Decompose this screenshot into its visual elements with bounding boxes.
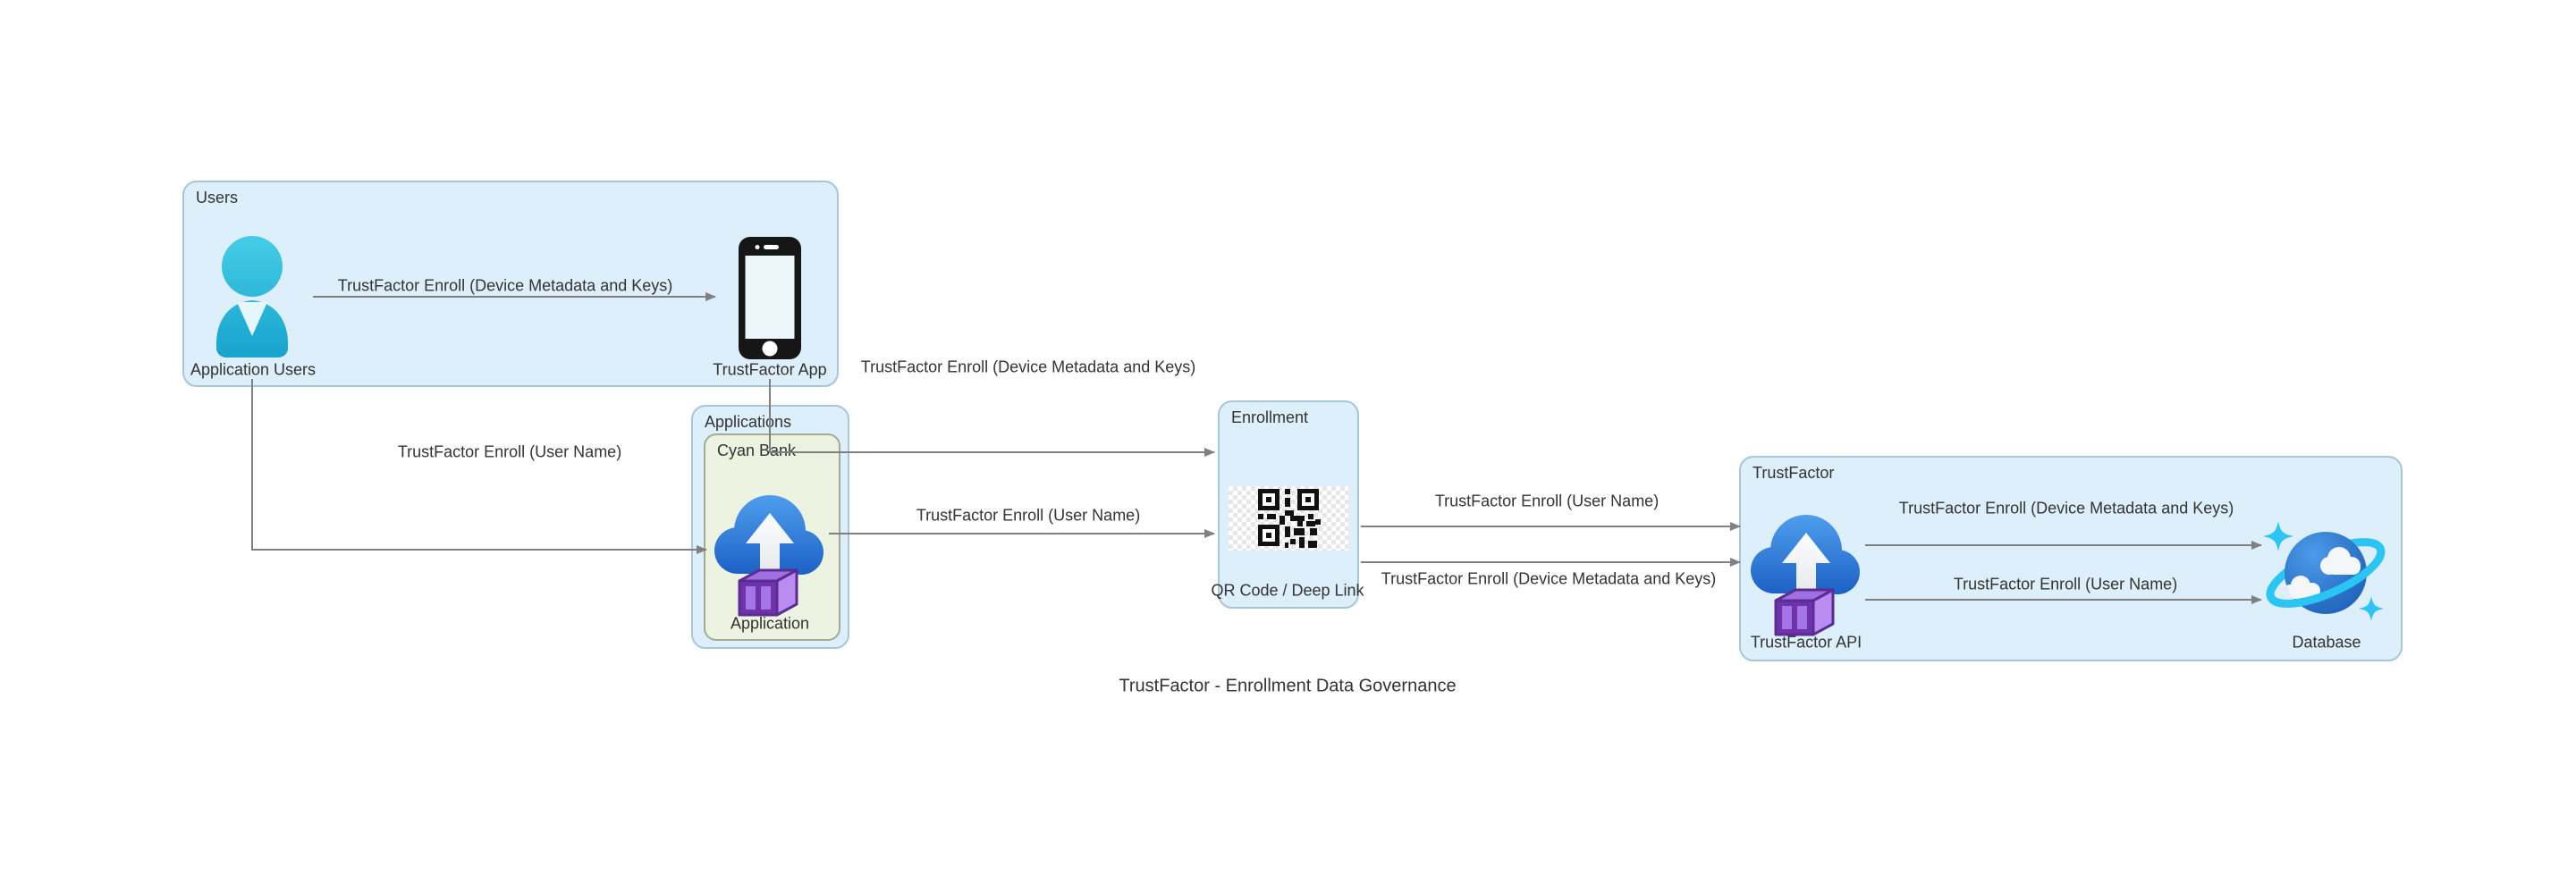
- cloud-upload-container-icon: [714, 495, 823, 617]
- edge-label-api-to-db-username: TrustFactor Enroll (User Name): [1953, 575, 2178, 593]
- edge-label-app-to-enrollment: TrustFactor Enroll (Device Metadata and …: [860, 358, 1196, 376]
- diagram-title: TrustFactor - Enrollment Data Governance: [1119, 676, 1457, 696]
- edge-label-users-to-application: TrustFactor Enroll (User Name): [397, 442, 622, 461]
- trustfactor-api-label: TrustFactor API: [1750, 633, 1862, 652]
- qr-code-label: QR Code / Deep Link: [1211, 581, 1364, 600]
- users-container: Users: [182, 181, 839, 387]
- cloud-upload-container-icon: [1751, 515, 1860, 636]
- edge-label-qr-to-api-username: TrustFactor Enroll (User Name): [1434, 492, 1660, 510]
- edge-label-api-to-db-device: TrustFactor Enroll (Device Metadata and …: [1898, 499, 2234, 517]
- edge-label-users-to-app: TrustFactor Enroll (Device Metadata and …: [337, 276, 673, 295]
- cyan-bank-container-label: Cyan Bank: [717, 442, 797, 459]
- cosmos-db-globe-icon: [2263, 521, 2386, 621]
- qr-code-icon: [1258, 489, 1321, 548]
- qr-image-placeholder: [1229, 486, 1348, 551]
- enrollment-container-label: Enrollment: [1231, 408, 1309, 426]
- database-label: Database: [2292, 633, 2361, 652]
- application-users-label: Application Users: [190, 360, 317, 379]
- trustfactor-container-label: TrustFactor: [1753, 464, 1835, 482]
- edge-users-to-application: [251, 379, 707, 554]
- application-label: Application: [730, 614, 810, 633]
- edge-label-application-to-qr: TrustFactor Enroll (User Name): [916, 506, 1141, 525]
- users-container-label: Users: [196, 189, 239, 206]
- trustfactor-app-label: TrustFactor App: [713, 360, 827, 379]
- edge-label-qr-to-api-device: TrustFactor Enroll (Device Metadata and …: [1381, 569, 1717, 588]
- applications-container-label: Applications: [705, 413, 792, 431]
- person-icon: [216, 236, 288, 358]
- smartphone-icon: [739, 237, 801, 359]
